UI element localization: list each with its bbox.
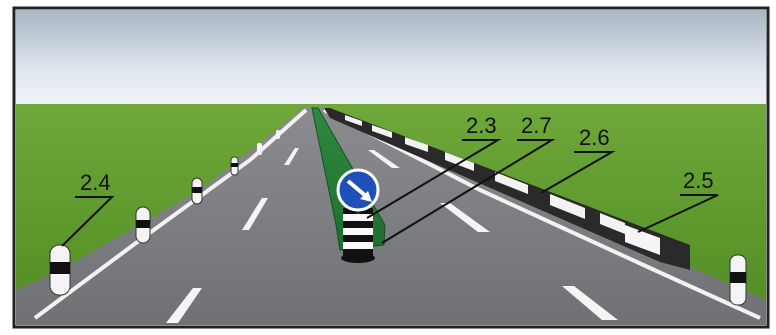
roadside-post-right (730, 255, 746, 305)
roadside-post (136, 207, 150, 243)
roadside-post (231, 157, 238, 175)
roadside-post (257, 143, 262, 155)
label-2-3: 2.3 (466, 113, 497, 138)
label-2-4: 2.4 (80, 170, 111, 195)
label-2-5: 2.5 (683, 168, 714, 193)
roadside-post (276, 130, 280, 139)
label-2-6: 2.6 (579, 125, 610, 150)
roadside-post (192, 178, 202, 204)
sky (16, 10, 766, 110)
roadside-post (50, 245, 70, 295)
label-2-7: 2.7 (521, 113, 552, 138)
keep-right-sign (338, 170, 378, 210)
